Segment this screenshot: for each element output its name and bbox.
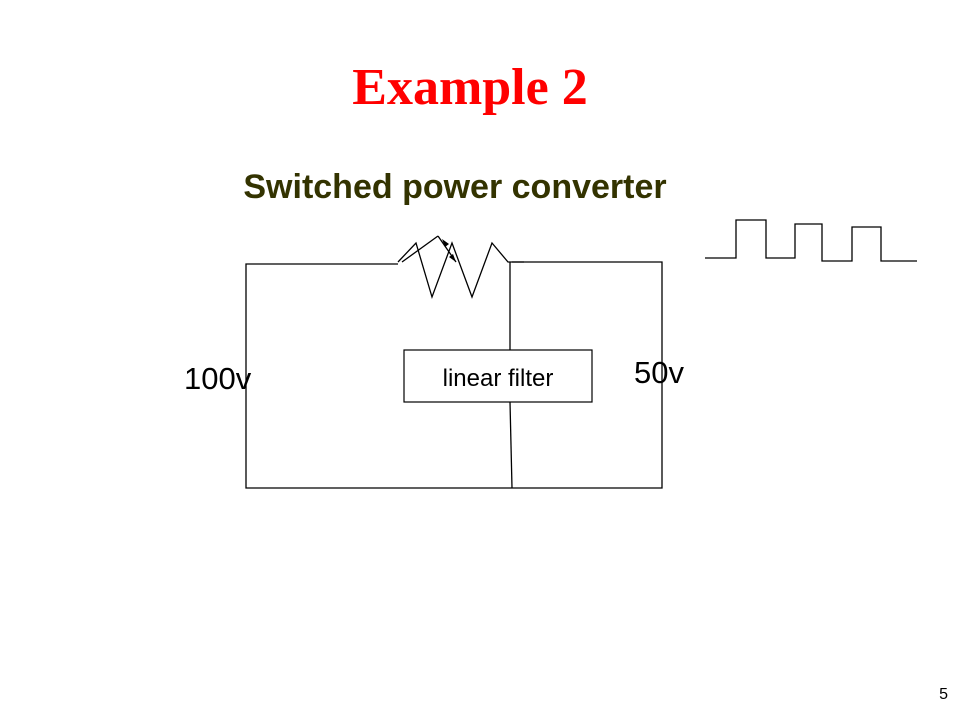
- source-voltage-label: 100v: [184, 361, 252, 396]
- variable-arrow-tail: [442, 239, 449, 247]
- right-wire: [512, 261, 663, 489]
- page-number: 5: [939, 686, 948, 703]
- output-voltage-label: 50v: [634, 355, 684, 390]
- square-wave: [705, 219, 917, 262]
- slide-title: Example 2: [352, 59, 588, 116]
- linear-filter-box: [403, 349, 593, 403]
- slide-subtitle: Switched power converter: [243, 168, 667, 206]
- filter-bottom-wire: [509, 401, 513, 489]
- variable-arrow-head: [449, 254, 456, 262]
- variable-arrow-line: [401, 235, 439, 263]
- variable-resistor: [397, 241, 524, 300]
- linear-filter-label: linear filter: [443, 365, 554, 392]
- left-wire: [245, 263, 512, 489]
